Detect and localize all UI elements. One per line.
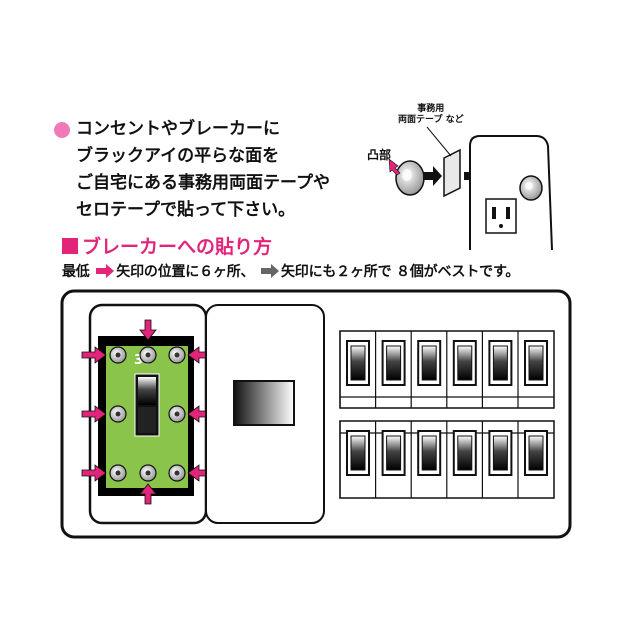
branch-breaker-switch xyxy=(339,421,370,498)
branch-breaker-switch xyxy=(339,331,370,408)
branch-breaker-switch xyxy=(375,331,406,408)
branch-breaker-switch xyxy=(481,331,513,408)
blackeye-disc-icon xyxy=(395,160,425,196)
branch-breaker-switch xyxy=(410,331,442,408)
arrow-icon xyxy=(423,166,442,186)
section-title-text: ブレーカーへの貼り方 xyxy=(82,236,273,258)
note-part3: 矢印にも２ヶ所で ８個がベストです。 xyxy=(280,264,520,280)
tape-label-line2: 両面テープ など xyxy=(398,115,464,125)
outlet-plate-icon xyxy=(469,135,553,251)
pink-bullet xyxy=(54,122,70,138)
branch-breaker-switch xyxy=(446,331,477,408)
branch-breaker-switch xyxy=(446,421,477,498)
branch-breaker-switch xyxy=(517,421,548,498)
section-title: ブレーカーへの貼り方 xyxy=(62,232,272,259)
main-breaker: 30 xyxy=(81,303,213,525)
breaker-row-bottom xyxy=(339,421,548,498)
instruction-line: ブラックアイの平らな面を xyxy=(76,146,280,166)
branch-breaker-switch xyxy=(410,421,442,498)
gray-arrow-icon xyxy=(260,264,279,278)
screw-icon xyxy=(109,346,186,482)
pink-arrow-icon xyxy=(81,319,213,505)
instruction-line: ご自宅にある事務用両面テープや xyxy=(76,173,330,193)
note-part1: 最低 xyxy=(62,264,90,280)
branch-breaker-switch xyxy=(481,421,513,498)
tape-label: 事務用 両面テープ など xyxy=(398,104,464,126)
pink-square-icon xyxy=(62,238,78,254)
instruction-line: コンセントやブレーカーに xyxy=(76,119,280,139)
tape-label-line1: 事務用 xyxy=(417,104,445,114)
note-part2: 矢印の位置に６ヶ所、 xyxy=(116,264,255,280)
bump-label: 凸部 xyxy=(367,148,392,162)
middle-cover xyxy=(205,304,325,524)
pink-arrow-icon xyxy=(96,264,115,278)
tape-icon xyxy=(426,126,461,198)
pink-pointer-icon xyxy=(388,158,401,176)
placement-note: 最低 矢印の位置に６ヶ所、 矢印にも２ヶ所で ８個がベストです。 xyxy=(62,261,519,281)
branch-breaker-switch xyxy=(375,421,406,498)
instruction-line: セロテープで貼って下さい。 xyxy=(76,200,296,220)
breaker-row-top xyxy=(339,331,548,408)
branch-breaker-switch xyxy=(517,331,548,408)
instruction-text: コンセントやブレーカーに ブラックアイの平らな面を ご自宅にある事務用両面テープ… xyxy=(76,116,376,224)
breaker-panel: 30 xyxy=(60,289,572,539)
